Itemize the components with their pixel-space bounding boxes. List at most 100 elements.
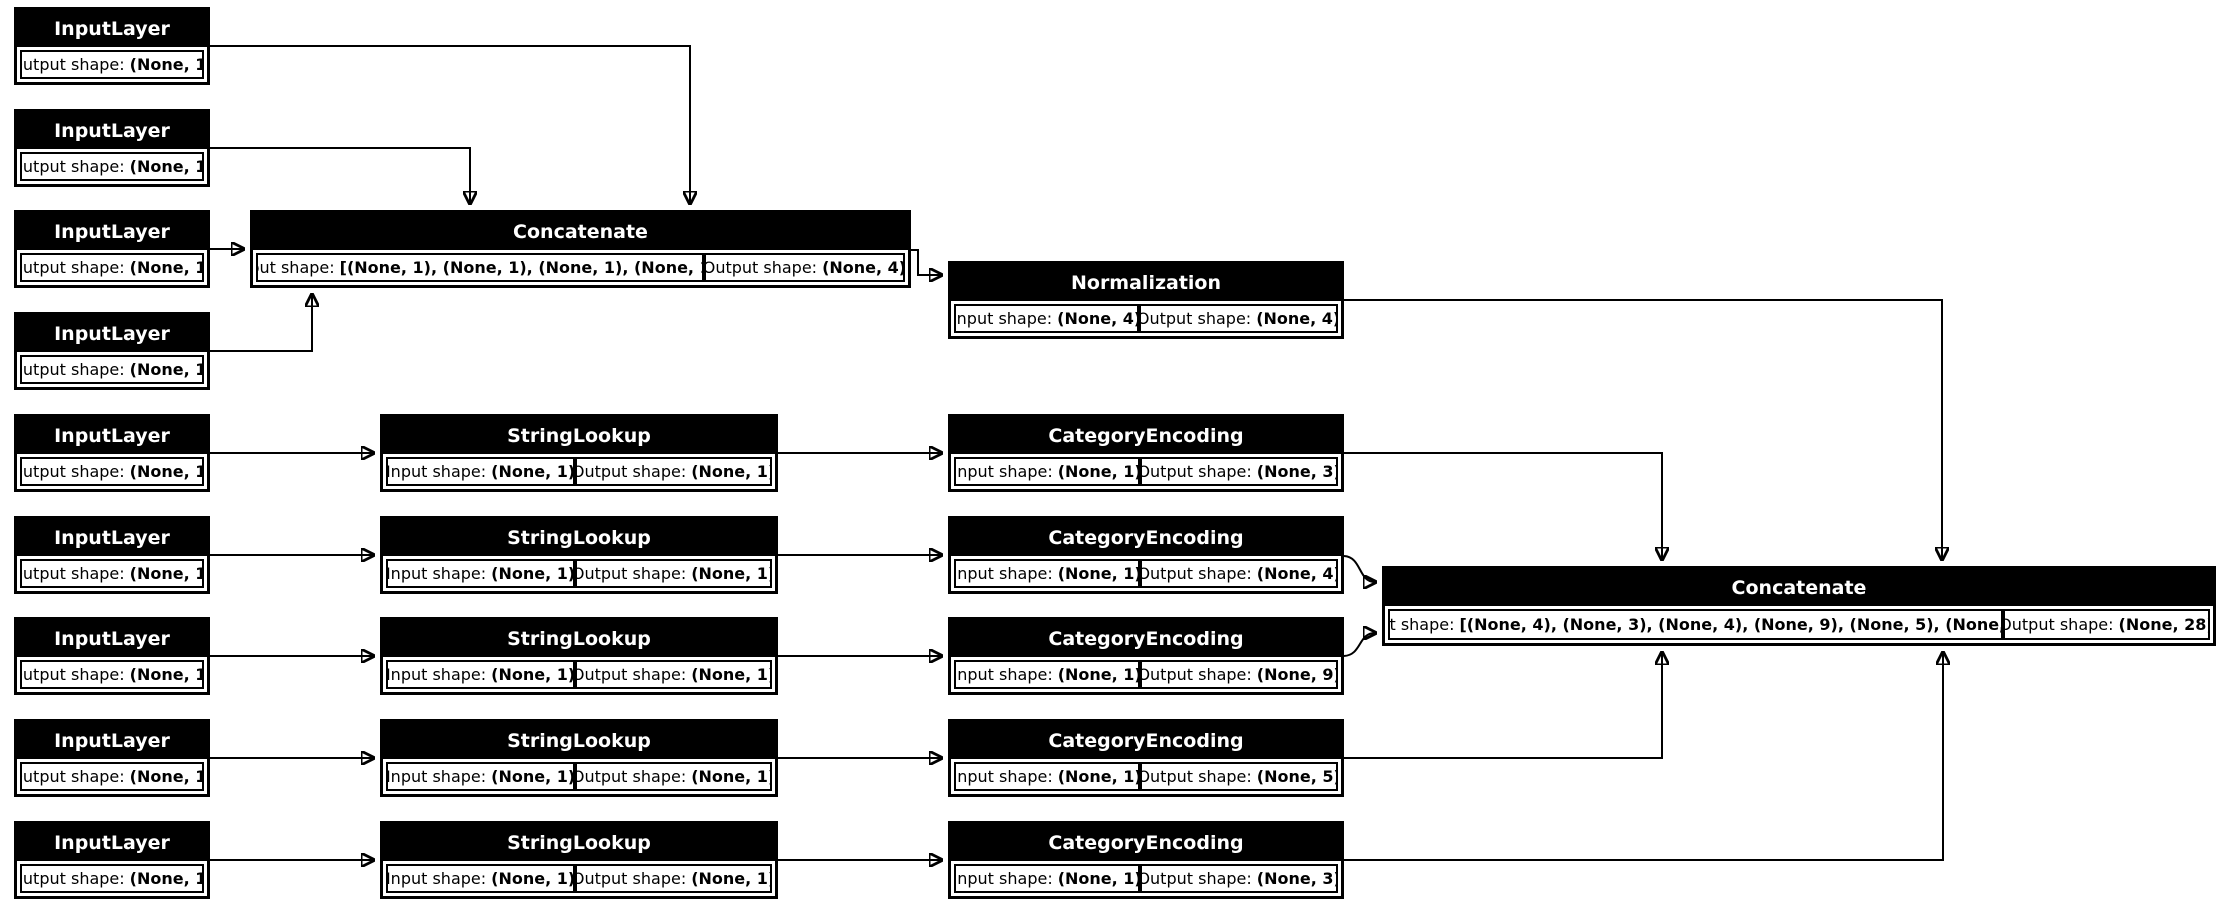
shape-value: (None, 1) <box>129 869 202 888</box>
layer-type-title: StringLookup <box>383 824 775 861</box>
node-category-encoding-3: CategoryEncoding Input shape:(None, 1) O… <box>948 617 1344 695</box>
layer-type-title: CategoryEncoding <box>951 620 1341 657</box>
input-shape-cell: Input shape:(None, 1) <box>386 457 576 486</box>
shape-label: Output shape: <box>575 665 687 684</box>
edge-catenc4-to-concat2 <box>1344 653 1662 759</box>
input-shape-cell: Input shape:(None, 1) <box>386 762 576 791</box>
shape-value: (None, 1) <box>691 462 772 481</box>
output-shape-cell: Output shape:(None, 28) <box>2002 609 2210 640</box>
layer-type-title: InputLayer <box>17 519 207 556</box>
input-shape-cell: Input shape:[(None, 4), (None, 3), (None… <box>1388 609 2003 640</box>
node-input-layer-8: InputLayer Output shape:(None, 1) <box>14 719 210 797</box>
shape-label: Output shape: <box>575 564 687 583</box>
output-shape-cell: Output shape:(None, 5) <box>1140 762 1338 791</box>
node-input-layer-7: InputLayer Output shape:(None, 1) <box>14 617 210 695</box>
layer-type-title: InputLayer <box>17 722 207 759</box>
shape-value: (None, 5) <box>1256 767 1338 786</box>
node-normalization: Normalization Input shape:(None, 4) Outp… <box>948 261 1344 339</box>
layer-type-title: InputLayer <box>17 112 207 149</box>
shape-label: Output shape: <box>1140 665 1252 684</box>
input-shape-cell: Input shape:[(None, 1), (None, 1), (None… <box>256 253 704 282</box>
shape-value: (None, 1) <box>129 157 202 176</box>
node-string-lookup-4: StringLookup Input shape:(None, 1) Outpu… <box>380 719 778 797</box>
shape-value: (None, 1) <box>491 564 576 583</box>
shape-label: Output shape: <box>20 564 125 583</box>
shape-label: Output shape: <box>575 462 687 481</box>
shape-value: (None, 4) <box>1057 309 1140 328</box>
edge-input1-to-concat1 <box>210 45 690 203</box>
layer-type-title: InputLayer <box>17 824 207 861</box>
layer-type-title: CategoryEncoding <box>951 519 1341 556</box>
node-category-encoding-2: CategoryEncoding Input shape:(None, 1) O… <box>948 516 1344 594</box>
shape-value: (None, 1) <box>129 665 202 684</box>
node-string-lookup-2: StringLookup Input shape:(None, 1) Outpu… <box>380 516 778 594</box>
shape-label: Output shape: <box>2002 615 2114 634</box>
node-input-layer-5: InputLayer Output shape:(None, 1) <box>14 414 210 492</box>
edge-input4-to-concat1 <box>210 295 312 352</box>
output-shape-cell: Output shape:(None, 1) <box>575 762 772 791</box>
layer-type-title: Concatenate <box>253 213 908 250</box>
layer-type-title: StringLookup <box>383 620 775 657</box>
output-shape-cell: Output shape:(None, 4) <box>1140 559 1338 588</box>
output-shape-cell: Output shape:(None, 1) <box>20 50 204 79</box>
edge-catenc1-to-concat2 <box>1344 452 1662 559</box>
node-string-lookup-3: StringLookup Input shape:(None, 1) Outpu… <box>380 617 778 695</box>
shape-label: Input shape: <box>386 462 487 481</box>
shape-value: (None, 1) <box>1057 462 1141 481</box>
shape-label: Input shape: <box>954 665 1053 684</box>
shape-value: (None, 1) <box>691 564 772 583</box>
layer-type-title: InputLayer <box>17 10 207 47</box>
shape-value: (None, 1) <box>491 665 576 684</box>
shape-label: Output shape: <box>575 767 687 786</box>
node-input-layer-4: InputLayer Output shape:(None, 1) <box>14 312 210 390</box>
output-shape-cell: Output shape:(None, 1) <box>575 864 772 893</box>
shape-value: (None, 4) <box>1256 564 1338 583</box>
shape-value: (None, 4) <box>822 258 905 277</box>
layer-type-title: CategoryEncoding <box>951 722 1341 759</box>
shape-value: (None, 1) <box>691 869 772 888</box>
input-shape-cell: Input shape:(None, 1) <box>386 660 576 689</box>
output-shape-cell: Output shape:(None, 3) <box>1140 457 1338 486</box>
output-shape-cell: Output shape:(None, 1) <box>20 457 204 486</box>
output-shape-cell: Output shape:(None, 4) <box>703 253 905 282</box>
node-concatenate-1: Concatenate Input shape:[(None, 1), (Non… <box>250 210 911 288</box>
input-shape-cell: Input shape:(None, 1) <box>954 762 1141 791</box>
shape-value: (None, 1) <box>691 665 772 684</box>
output-shape-cell: Output shape:(None, 1) <box>20 762 204 791</box>
shape-label: Output shape: <box>20 462 125 481</box>
shape-label: Output shape: <box>575 869 687 888</box>
input-shape-cell: Input shape:(None, 1) <box>954 457 1141 486</box>
edge-catenc3-to-concat2 <box>1343 633 1375 657</box>
input-shape-cell: Input shape:(None, 1) <box>386 559 576 588</box>
shape-label: Output shape: <box>703 258 818 277</box>
output-shape-cell: Output shape:(None, 1) <box>20 864 204 893</box>
shape-label: Output shape: <box>20 157 125 176</box>
shape-value: (None, 1) <box>491 462 576 481</box>
layer-type-title: StringLookup <box>383 722 775 759</box>
input-shape-cell: Input shape:(None, 4) <box>954 304 1140 333</box>
shape-label: Output shape: <box>20 665 125 684</box>
node-string-lookup-1: StringLookup Input shape:(None, 1) Outpu… <box>380 414 778 492</box>
shape-label: Output shape: <box>20 360 125 379</box>
shape-label: Input shape: <box>954 869 1053 888</box>
node-string-lookup-5: StringLookup Input shape:(None, 1) Outpu… <box>380 821 778 899</box>
output-shape-cell: Output shape:(None, 1) <box>575 660 772 689</box>
output-shape-cell: Output shape:(None, 3) <box>1140 864 1338 893</box>
shape-label: Input shape: <box>386 665 487 684</box>
layer-type-title: InputLayer <box>17 315 207 352</box>
output-shape-cell: Output shape:(None, 4) <box>1139 304 1338 333</box>
layer-type-title: CategoryEncoding <box>951 824 1341 861</box>
shape-value: (None, 1) <box>129 564 202 583</box>
shape-value: (None, 1) <box>1057 665 1141 684</box>
input-shape-cell: Input shape:(None, 1) <box>386 864 576 893</box>
shape-label: Output shape: <box>20 767 125 786</box>
output-shape-cell: Output shape:(None, 1) <box>20 559 204 588</box>
shape-value: (None, 1) <box>129 258 202 277</box>
node-input-layer-3: InputLayer Output shape:(None, 1) <box>14 210 210 288</box>
shape-value: (None, 1) <box>1057 767 1141 786</box>
output-shape-cell: Output shape:(None, 1) <box>20 253 204 282</box>
shape-label: Output shape: <box>1140 462 1252 481</box>
shape-label: Output shape: <box>20 869 125 888</box>
input-shape-cell: Input shape:(None, 1) <box>954 559 1141 588</box>
